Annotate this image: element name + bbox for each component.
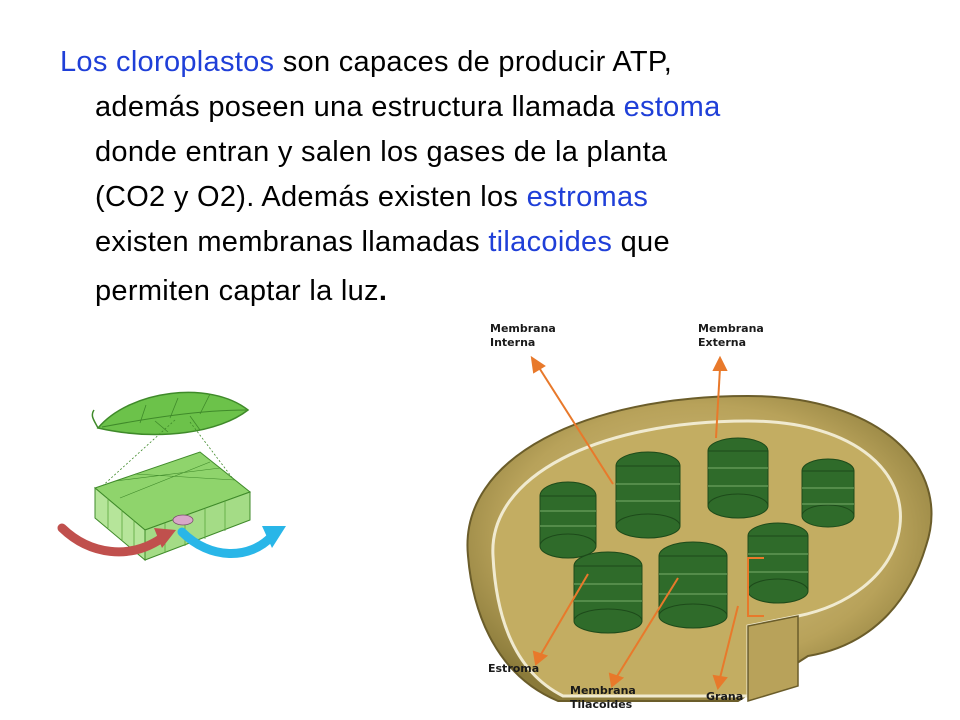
slide-paragraph: Los cloroplastos son capaces de producir… (60, 40, 920, 314)
term-cloroplastos: Los cloroplastos (60, 46, 275, 78)
chloroplast-diagram: Membrana Interna Membrana Externa Estrom… (466, 322, 933, 711)
text-segment: que (612, 226, 670, 258)
text-line-1: Los cloroplastos son capaces de producir… (60, 40, 920, 85)
text-segment: existen membranas llamadas (95, 226, 489, 258)
o2-out-arrow-icon (177, 526, 286, 558)
leaf-icon (91, 391, 250, 436)
text-line-2: además poseen una estructura llamada est… (60, 85, 920, 130)
co2-in-arrow-icon (57, 523, 176, 557)
text-line-6: permiten captar la luz. (60, 269, 920, 314)
leaf-cross-section-illustration (57, 391, 286, 562)
text-segment: son capaces de producir ATP, (274, 46, 673, 78)
label-membrana-externa-2: Externa (698, 336, 746, 349)
label-estroma: Estroma (488, 662, 539, 675)
text-line-4: (CO2 y O2). Además existen los estromas (60, 175, 920, 220)
thylakoid-lines (540, 467, 854, 602)
label-membrana-tilacoides-1: Membrana (570, 684, 636, 697)
grana-stacks (539, 437, 855, 634)
label-membrana-interna-2: Interna (490, 336, 535, 349)
term-estromas: estromas (526, 181, 649, 213)
label-grana: Grana (706, 690, 743, 703)
text-segment: donde entran y salen los gases de la pla… (95, 136, 668, 168)
leaf-tissue-block-icon (94, 451, 252, 562)
label-membrana-externa-1: Membrana (698, 322, 764, 335)
term-tilacoides: tilacoides (488, 226, 613, 258)
text-segment: (CO2 y O2). Además existen los (95, 181, 527, 213)
text-line-5: existen membranas llamadas tilacoides qu… (60, 220, 920, 265)
label-membrana-interna-1: Membrana (490, 322, 556, 335)
text-line-3: donde entran y salen los gases de la pla… (60, 130, 920, 175)
grana-bracket (747, 557, 764, 617)
text-period: . (378, 275, 388, 307)
stoma-icon (172, 514, 194, 526)
text-segment: además poseen una estructura llamada (95, 91, 624, 123)
term-estoma: estoma (623, 91, 721, 123)
text-segment: permiten captar la luz (95, 275, 379, 307)
label-membrana-tilacoides-2: Tilacoides (570, 698, 633, 711)
label-pointer-arrows (530, 355, 739, 691)
cutaway-section (747, 615, 799, 703)
